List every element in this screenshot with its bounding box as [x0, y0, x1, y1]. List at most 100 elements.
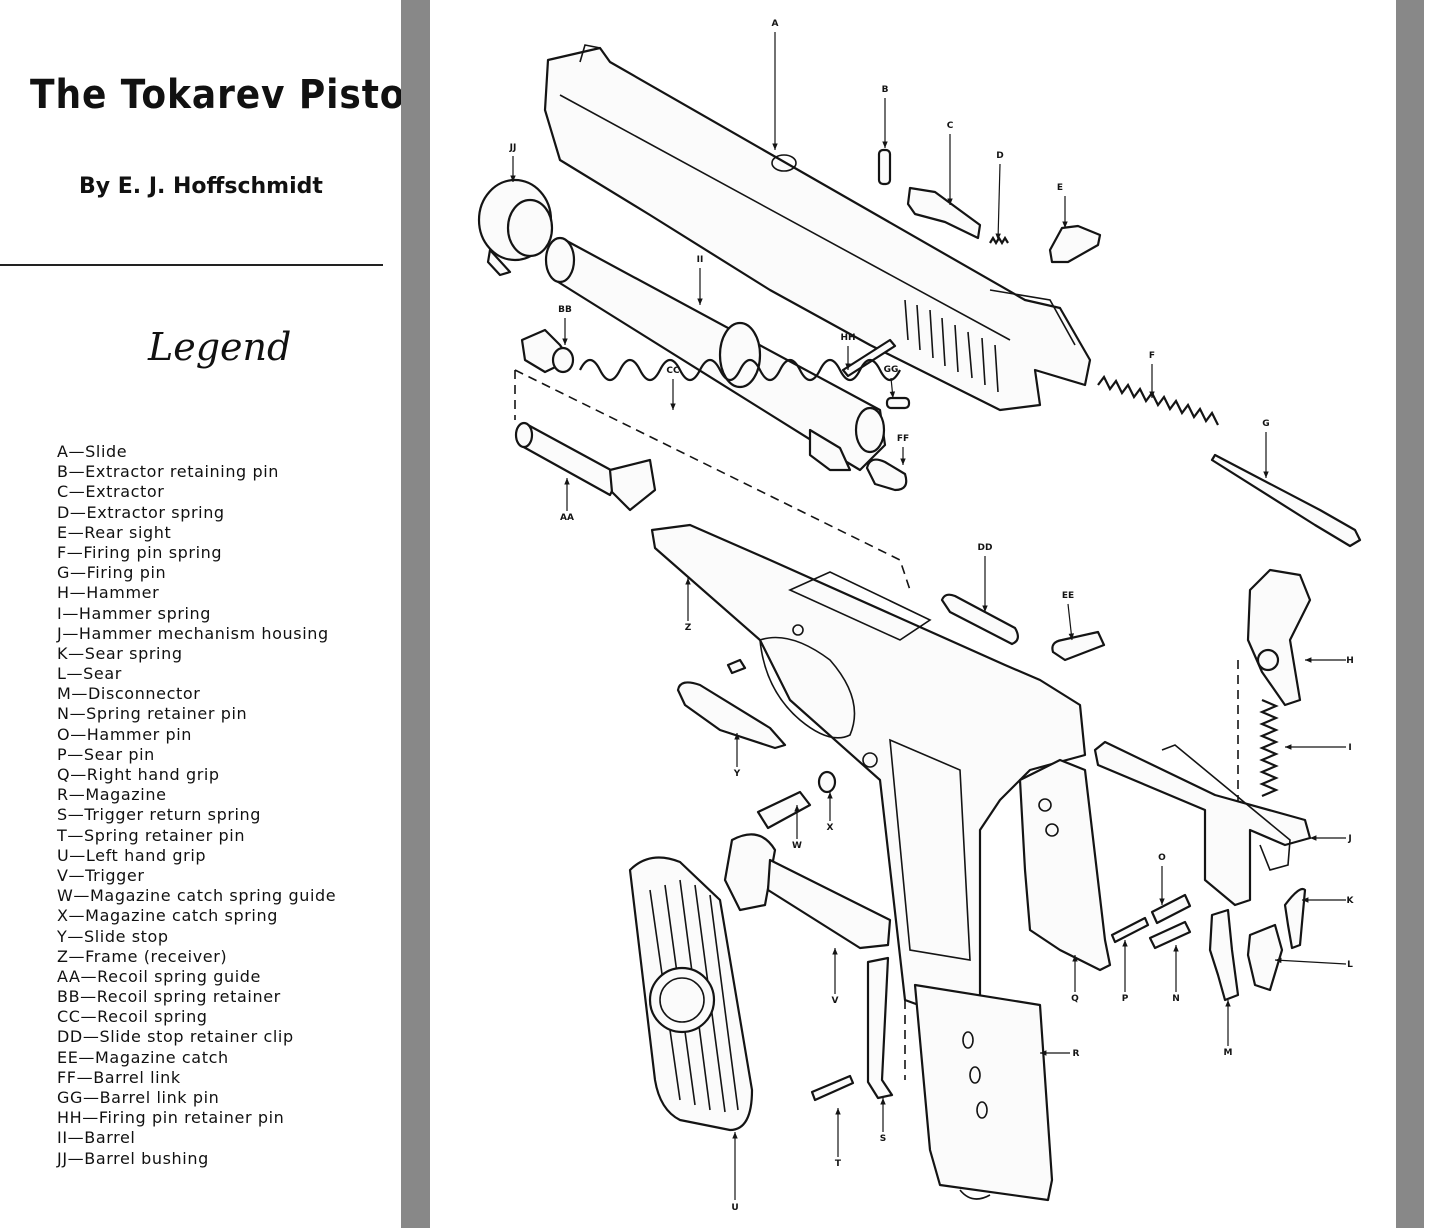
legend-item: GG—Barrel link pin [57, 1088, 220, 1107]
part-hammer-mechanism-housing [1093, 740, 1312, 907]
legend-item: L—Sear [57, 664, 122, 684]
leader-arrow-d [995, 233, 1001, 240]
callout-label-v: V [832, 996, 839, 1006]
part-recoil-spring-guide [514, 421, 657, 512]
callout-label-p: P [1122, 994, 1129, 1004]
leader-arrow-y [734, 733, 740, 740]
callout-label-m: M [1224, 1048, 1233, 1058]
legend-item: G—Firing pin [57, 563, 167, 583]
legend-item: J—Hammer mechanism housing [57, 623, 329, 643]
legend-item: X—Magazine catch spring [57, 906, 278, 926]
part-sear [1246, 923, 1284, 992]
callout-label-cc: CC [666, 366, 680, 376]
callout-label-s: S [880, 1134, 886, 1144]
leader-arrow-hh [845, 363, 851, 370]
part-spring-retainer-pin-n [1148, 920, 1192, 950]
leader-arrow-s [880, 1098, 886, 1105]
part-trigger [723, 833, 892, 950]
leader-arrow-jj [510, 175, 516, 182]
legend-item: E—Rear sight [57, 522, 172, 542]
legend-item: DD—Slide stop retainer clip [57, 1027, 294, 1047]
part-recoil-spring [579, 358, 901, 382]
callout-label-j: J [1347, 834, 1351, 844]
article-byline: By E. J. Hoffschmidt [79, 174, 323, 199]
part-disconnector [1208, 908, 1240, 1002]
part-firing-pin [1210, 453, 1362, 548]
callout-label-c: C [947, 121, 954, 131]
callout-label-dd: DD [978, 543, 993, 553]
leader-arrow-k [1302, 897, 1309, 903]
leader-line-d [997, 163, 1001, 241]
leader-arrow-z [685, 578, 691, 585]
parts-layer [477, 44, 1362, 1202]
legend-item: P—Sear pin [57, 744, 155, 764]
callout-label-z: Z [685, 623, 692, 633]
leader-arrow-j [1310, 835, 1317, 841]
leader-lines [510, 32, 1347, 1200]
legend-item: D—Extractor spring [57, 502, 225, 522]
part-magazine [913, 983, 1054, 1202]
part-barrel-link-pin [885, 396, 911, 410]
part-barrel-bushing [477, 178, 554, 277]
part-magazine-catch-spring-guide [756, 790, 812, 830]
leader-arrow-n [1173, 945, 1179, 952]
leader-line-l [1274, 959, 1347, 965]
diagram-canvas: ABCDEFGHIJKLMNOPQRSTUVWXYZAABBCCDDEEFFGG… [477, 19, 1362, 1213]
legend-item: M—Disconnector [57, 684, 201, 704]
callout-label-b: B [882, 85, 889, 95]
callout-label-u: U [731, 1203, 738, 1213]
legend-item: S—Trigger return spring [57, 805, 262, 825]
leader-arrow-b [882, 141, 888, 148]
callout-label-x: X [827, 823, 834, 833]
part-hammer-spring [1259, 698, 1279, 798]
legend-item: EE—Magazine catch [57, 1047, 229, 1067]
legend-heading: Legend [148, 325, 292, 369]
legend-item: A—Slide [57, 442, 128, 461]
leader-arrow-v [832, 948, 838, 955]
callout-label-w: W [792, 841, 802, 851]
page-margin-stripe-left [401, 0, 430, 1228]
leader-arrow-ee [1068, 633, 1074, 640]
part-hammer [1246, 568, 1312, 707]
part-extractor-spring [989, 235, 1009, 246]
legend-item: AA—Recoil spring guide [57, 966, 261, 986]
leader-arrow-ff [900, 458, 906, 465]
page-margin-stripe-right [1396, 0, 1424, 1228]
leader-arrow-r [1040, 1050, 1047, 1056]
callout-label-y: Y [733, 769, 741, 779]
callout-label-ee: EE [1062, 591, 1074, 601]
callout-label-i: I [1348, 743, 1351, 753]
legend-item: F—Firing pin spring [57, 542, 223, 562]
legend-item: Y—Slide stop [57, 926, 169, 946]
callout-labels: ABCDEFGHIJKLMNOPQRSTUVWXYZAABBCCDDEEFFGG… [509, 19, 1355, 1213]
part-sear-pin [1110, 916, 1150, 944]
callout-label-l: L [1347, 960, 1353, 970]
leader-arrow-w [794, 805, 800, 812]
leader-arrow-c [947, 198, 953, 205]
legend-item: R—Magazine [57, 785, 167, 805]
callout-label-hh: HH [840, 333, 855, 343]
callout-label-ii: II [697, 255, 704, 265]
part-magazine-catch [1051, 630, 1106, 662]
part-firing-pin-spring [1097, 374, 1219, 426]
part-magazine-catch-spring [817, 770, 837, 794]
part-recoil-spring-retainer [520, 328, 575, 374]
legend-item: JJ—Barrel bushing [57, 1148, 209, 1168]
callout-label-bb: BB [558, 305, 572, 315]
callout-label-h: H [1346, 656, 1354, 666]
leader-arrow-u [732, 1132, 738, 1139]
legend-item: O—Hammer pin [57, 724, 193, 744]
legend-item: HH—Firing pin retainer pin [57, 1108, 285, 1128]
part-rear-sight [1048, 224, 1102, 264]
leader-arrow-i [1285, 744, 1292, 750]
legend-item: U—Left hand grip [57, 845, 207, 865]
legend-list: A—Slide B—Extractor retaining pin C—Extr… [57, 442, 336, 1169]
part-slide-stop [676, 658, 787, 750]
legend-item: T—Spring retainer pin [57, 825, 246, 845]
legend-item: W—Magazine catch spring guide [57, 886, 337, 906]
callout-label-n: N [1172, 994, 1180, 1004]
legend-item: II—Barrel [57, 1128, 136, 1148]
leader-arrow-bb [562, 338, 568, 345]
legend-item: Q—Right hand grip [57, 765, 220, 784]
leader-arrow-f [1149, 391, 1155, 398]
